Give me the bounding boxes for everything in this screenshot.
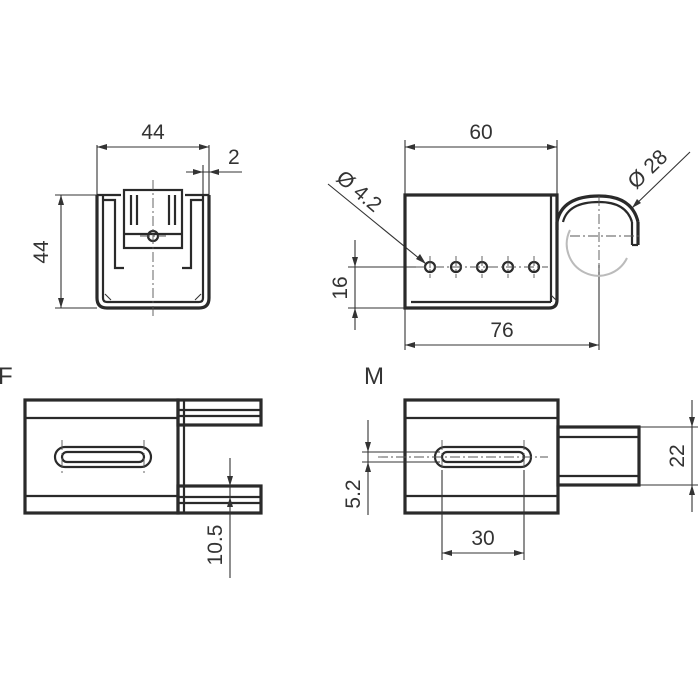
view-m: M 5.2 22 30 [342, 363, 698, 560]
side-view: 60 76 16 Ø 4.2 Ø 28 [327, 121, 691, 350]
front-width-dim: 44 [141, 121, 165, 144]
view-m-label: M [364, 363, 384, 390]
wall-thickness-dim: 2 [228, 146, 240, 169]
view-f-label: F [0, 363, 13, 390]
slot-offset-dim: 10.5 [204, 525, 227, 566]
view-f: F 10.5 [0, 363, 263, 578]
overall-length-dim: 76 [490, 319, 513, 342]
slot-length-dim: 30 [471, 527, 494, 550]
side-length-dim: 60 [469, 121, 492, 144]
slot-width-dim: 5.2 [342, 479, 365, 508]
front-view: 44 2 44 [30, 121, 242, 318]
tube-diameter-dim: Ø 28 [623, 145, 672, 193]
tube-width-dim: 22 [666, 444, 689, 467]
front-height-dim: 44 [30, 240, 53, 264]
hole-height-dim: 16 [329, 276, 352, 299]
